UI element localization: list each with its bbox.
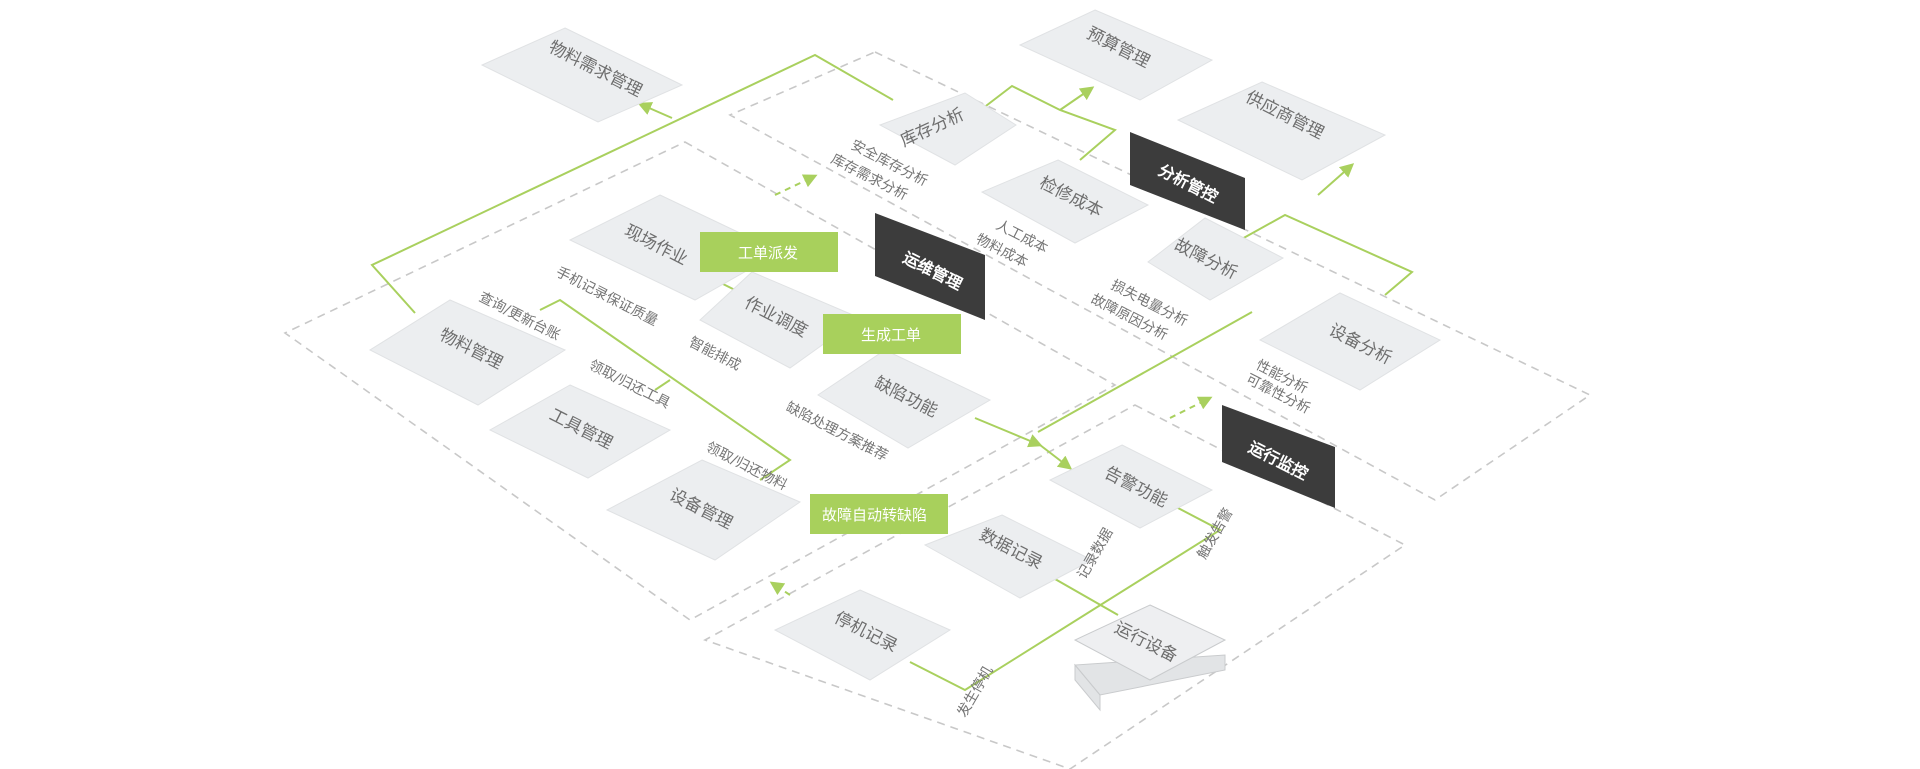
card-budget: 预算管理 bbox=[1018, 9, 1214, 101]
card-equipment-mgmt: 设备管理 bbox=[605, 459, 802, 561]
link-material-demand bbox=[370, 53, 894, 314]
card-field-work: 现场作业 bbox=[568, 194, 782, 301]
card-tool-mgmt: 工具管理 bbox=[488, 384, 672, 479]
card-material-mgmt: 物料管理 bbox=[368, 299, 567, 406]
card-work-dispatch: 作业调度 bbox=[699, 271, 862, 369]
link-supplier bbox=[1239, 213, 1414, 296]
link-monitor bbox=[909, 507, 1223, 692]
card-equipment-analysis: 设备分析 bbox=[1258, 292, 1442, 391]
svg-text:生成工单: 生成工单 bbox=[861, 326, 921, 344]
note-record-data: 记录数据 bbox=[1075, 526, 1117, 582]
card-alarm-function: 告警功能 bbox=[1048, 444, 1214, 529]
card-defect-function: 缺陷功能 bbox=[817, 349, 992, 449]
note-trigger-alarm: 触发告警 bbox=[1195, 506, 1237, 562]
link-tools-auto-defect bbox=[539, 298, 792, 481]
card-data-record: 数据记录 bbox=[923, 514, 1094, 599]
note-shutdown-occurs: 发生停机 bbox=[954, 663, 997, 720]
svg-text:工单派发: 工单派发 bbox=[738, 244, 798, 262]
card-repair-cost: 检修成本 bbox=[980, 159, 1150, 244]
module-ops: 运维管理 bbox=[875, 213, 985, 320]
card-running-equipment: 运行设备 bbox=[1073, 604, 1227, 712]
note-smart-schedule: 智能排成 bbox=[686, 334, 743, 374]
action-generate: 生成工单 bbox=[823, 314, 961, 354]
analysis-zone-outline bbox=[728, 51, 1592, 501]
action-auto-defect: 故障自动转缺陷 bbox=[810, 494, 948, 534]
action-dispatch: 工单派发 bbox=[700, 232, 838, 272]
link-fault-defect bbox=[1037, 311, 1253, 433]
module-monitor: 运行监控 bbox=[1222, 405, 1335, 508]
card-inventory-analysis: 库存分析 bbox=[878, 92, 1017, 166]
svg-text:故障自动转缺陷: 故障自动转缺陷 bbox=[822, 506, 927, 524]
card-material-demand: 物料需求管理 bbox=[480, 27, 684, 123]
module-analysis: 分析管控 bbox=[1130, 132, 1245, 230]
card-shutdown-record: 停机记录 bbox=[773, 589, 952, 681]
card-fault-analysis: 故障分析 bbox=[1147, 217, 1285, 301]
